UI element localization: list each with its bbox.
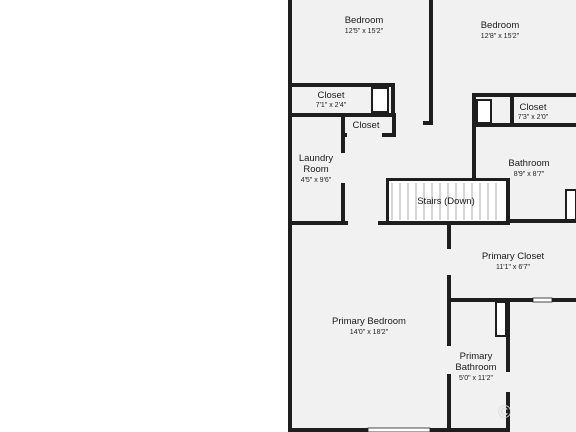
wall-primary-bedroom-top-left <box>288 221 348 225</box>
bedroom-1-dims: 12'5" x 15'2" <box>345 28 384 35</box>
chase-block-1 <box>371 87 389 113</box>
window-bottom <box>367 427 431 432</box>
window-primary-closet <box>532 297 553 303</box>
wall-closet2-left <box>472 93 476 126</box>
closet-2-label: Closet <box>520 102 547 113</box>
wall-primary-bath-left <box>447 298 451 346</box>
wall-closet3-top <box>341 113 396 117</box>
stairs-label: Stairs (Down) <box>417 196 475 207</box>
wall-closet3-bottom-left <box>341 133 347 137</box>
wall-primary-closet-left-lower <box>447 275 451 303</box>
wall-bedroom1-bottom <box>288 83 392 87</box>
wall-closet2-inner <box>510 97 514 125</box>
wall-bedroom2-bottom <box>472 93 576 97</box>
closet-3-label: Closet <box>353 120 380 131</box>
wall-closet3-right <box>392 113 396 137</box>
laundry-dims: 4'5" x 9'6" <box>301 177 332 184</box>
bathroom-label: Bathroom <box>508 158 549 169</box>
laundry-label-line1: Laundry <box>299 153 334 164</box>
wall-closet2-bottom <box>472 123 576 127</box>
laundry-label-line2: Room <box>303 164 328 175</box>
primary-bedroom-label: Primary Bedroom <box>332 316 406 327</box>
closet-1-label: Closet <box>318 90 345 101</box>
wall-primary-closet-left <box>447 221 451 249</box>
wall-bathroom-left <box>472 123 476 179</box>
primary-closet-label: Primary Closet <box>482 251 545 262</box>
chase-block-4 <box>495 301 507 337</box>
primary-bedroom-dims: 14'0" x 18'2" <box>350 329 389 336</box>
wall-bedrooms-divider <box>429 0 433 125</box>
wall-closet3-bottom-right <box>382 133 396 137</box>
bedroom-1-label: Bedroom <box>345 15 384 26</box>
chase-block-2 <box>476 99 492 124</box>
wall-primary-bedroom-top-right <box>378 221 510 225</box>
bedroom-2-dims: 12'8" x 15'2" <box>481 33 520 40</box>
primary-bathroom-label-line2: Bathroom <box>455 362 496 373</box>
stair-treads <box>391 183 497 220</box>
wall-stairs-top <box>386 178 510 181</box>
wall-stairs-right <box>506 178 510 223</box>
wall-primary-bath-left-lower <box>447 374 451 432</box>
bathroom-dims: 8'9" x 8'7" <box>514 171 545 178</box>
wall-closet1-right <box>391 83 395 113</box>
wall-laundry-right-lower <box>341 183 345 223</box>
wall-outer-left <box>288 0 292 432</box>
chase-block-3 <box>565 189 576 221</box>
wall-stairs-left <box>386 180 389 222</box>
wall-hall-top-mid <box>423 121 433 125</box>
primary-closet-dims: 11'1" x 6'7" <box>496 264 530 271</box>
watermark: © <box>498 402 511 422</box>
primary-bathroom-label-line1: Primary <box>460 351 493 362</box>
closet-2-dims: 7'3" x 2'0" <box>518 114 549 121</box>
wall-primary-closet-bottom-right <box>552 298 576 302</box>
primary-bathroom-dims: 5'0" x 11'2" <box>459 375 493 382</box>
bedroom-2-label: Bedroom <box>481 20 520 31</box>
closet-1-dims: 7'1" x 2'4" <box>316 102 347 109</box>
wall-bathroom-bottom <box>506 219 576 223</box>
wall-primary-bath-right-lower <box>506 392 510 432</box>
wall-primary-bath-right <box>506 298 510 372</box>
wall-primary-closet-bottom-left <box>447 298 533 302</box>
